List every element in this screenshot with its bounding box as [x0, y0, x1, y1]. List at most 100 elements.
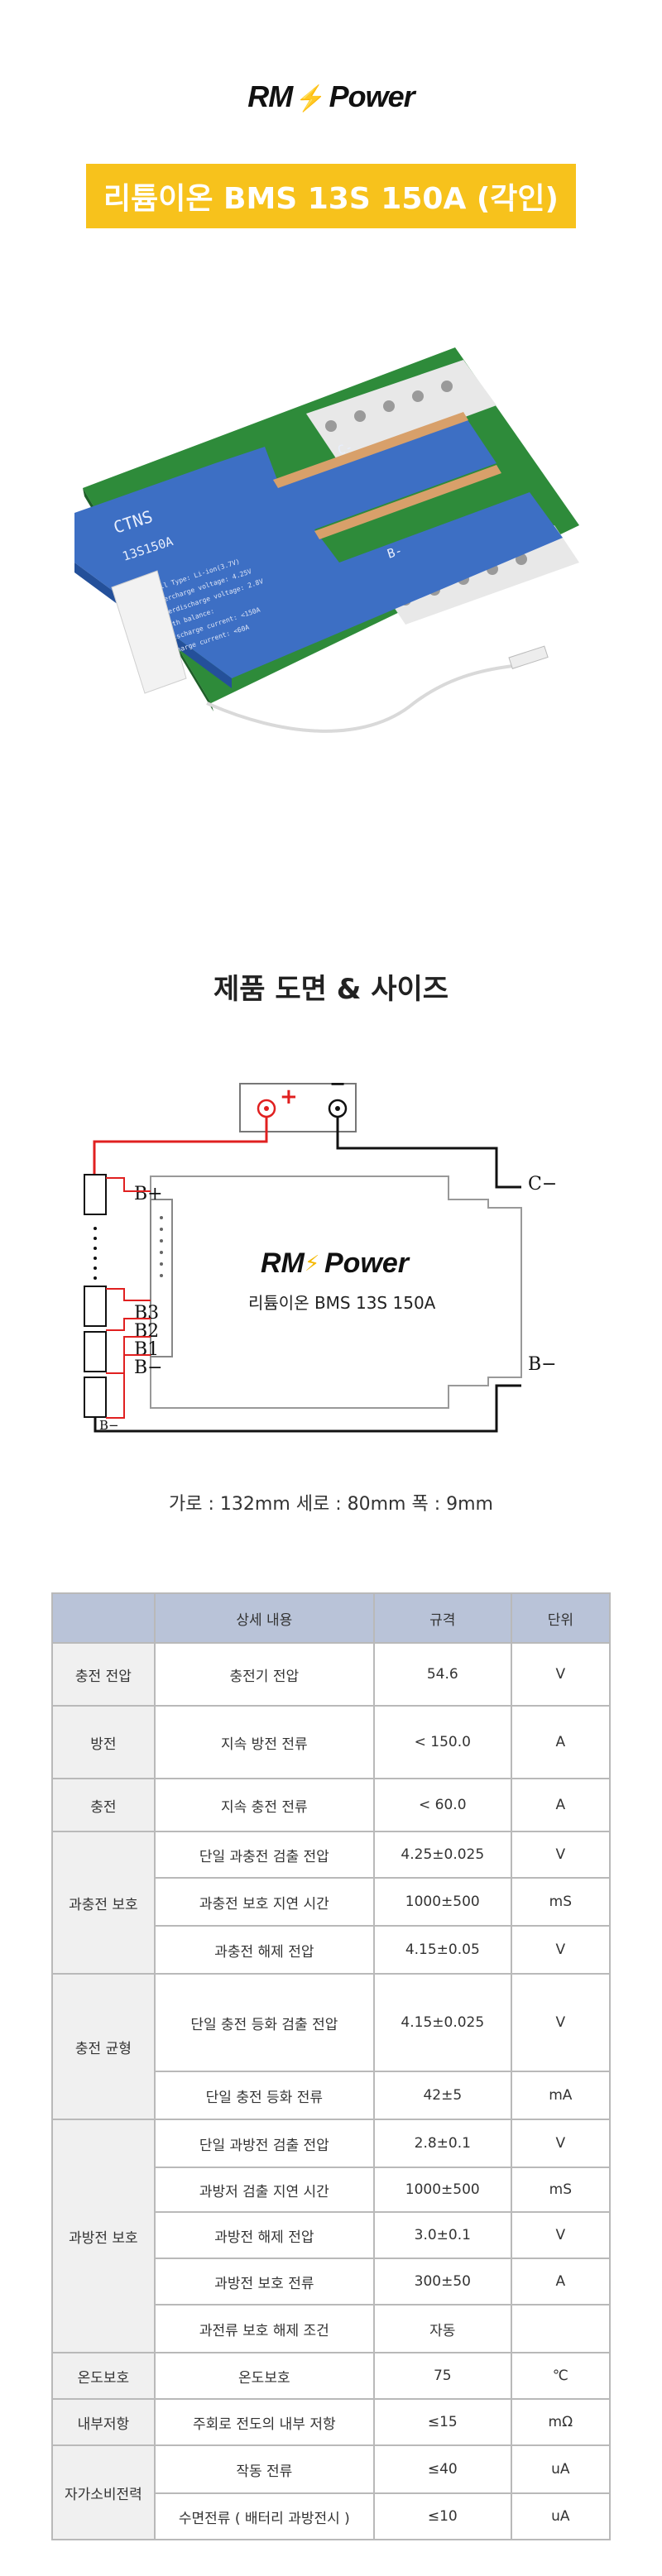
- row-spec: ≤40: [372, 2444, 512, 2494]
- table-row: 충전 전압 충전기 전압 54.6 V: [51, 1642, 612, 1707]
- table-row: 온도보호 온도보호 75 ℃: [51, 2352, 612, 2400]
- row-spec: 자동: [372, 2304, 512, 2353]
- row-unit: A: [510, 1705, 612, 1779]
- row-spec: 3.0±0.1: [372, 2211, 512, 2259]
- row-detail: 단일 과방전 검출 전압: [153, 2119, 375, 2168]
- row-detail: 단일 충전 등화 전류: [153, 2071, 375, 2120]
- charger-minus: −: [329, 1072, 346, 1095]
- table-row: 과전류 보호 해제 조건 자동: [52, 2304, 612, 2353]
- row-spec: < 150.0: [372, 1705, 512, 1779]
- charger-plus: +: [280, 1085, 298, 1109]
- blue-heatsink-cover: [74, 414, 563, 678]
- table-row: 과방저 검출 지연 시간 1000±500 mS: [52, 2167, 612, 2213]
- label-b-minus: B−: [134, 1357, 163, 1378]
- temperature-sensor-cable: [206, 664, 514, 733]
- board-terminal-b: B-: [386, 543, 405, 562]
- board-terminal-c: C-: [336, 439, 355, 458]
- row-group: 충전 균형: [51, 1973, 156, 2120]
- row-unit: ℃: [510, 2352, 612, 2400]
- label-b3: B3: [134, 1303, 159, 1324]
- spec-table: 상세 내용 규격 단위 충전 전압 충전기 전압 54.6 V 방전 지속 방전…: [51, 1592, 612, 2540]
- positive-wire: [93, 1117, 268, 1175]
- battery-cell-icon: [84, 1286, 107, 1327]
- battery-cell-icon: [84, 1377, 107, 1418]
- header-detail: 상세 내용: [153, 1592, 375, 1644]
- table-header-row: 상세 내용 규격 단위: [51, 1592, 612, 1644]
- row-unit: A: [510, 2258, 612, 2305]
- table-row: 과충전 보호 단일 과충전 검출 전압 4.25±0.025 V: [51, 1831, 612, 1975]
- table-row: 충전 균형 단일 충전 등화 검출 전압 4.15±0.025 V: [51, 1973, 612, 2120]
- row-detail: 작동 전류: [153, 2444, 375, 2494]
- copper-bar-bottom: [314, 465, 501, 539]
- row-spec: 4.25±0.025: [372, 1831, 512, 1879]
- diagram-logo-right: Power: [324, 1247, 410, 1279]
- row-unit: V: [510, 1973, 612, 2072]
- label-b-minus-wire: B−: [99, 1418, 119, 1433]
- row-spec: 54.6: [372, 1642, 512, 1707]
- temperature-sensor-probe: [508, 645, 549, 669]
- row-detail: 지속 충전 전류: [153, 1778, 375, 1832]
- table-row: 자가소비전력 작동 전류 ≤40 uA: [51, 2444, 612, 2540]
- row-spec: ≤15: [372, 2398, 512, 2446]
- section-title-text: 제품 도면 & 사이즈: [208, 966, 454, 1013]
- row-spec: 4.15±0.05: [372, 1925, 512, 1975]
- label-c-minus-terminal: C−: [528, 1174, 557, 1195]
- row-detail: 온도보호: [153, 2352, 375, 2400]
- row-unit: mΩ: [510, 2398, 612, 2446]
- row-detail: 수면전류 ( 배터리 과방전시 ): [153, 2492, 375, 2540]
- table-row: 수면전류 ( 배터리 과방전시 ) ≤10 uA: [52, 2492, 612, 2540]
- row-detail: 단일 과충전 검출 전압: [153, 1831, 375, 1879]
- row-group: 내부저항: [51, 2398, 156, 2446]
- row-detail: 과방전 보호 전류: [153, 2258, 375, 2305]
- product-image: CTNS 13S150A C- B- Cell Type: Li-ion(3.7…: [74, 347, 579, 733]
- row-unit: uA: [510, 2444, 612, 2494]
- table-row: 방전 지속 방전 전류 < 150.0 A: [51, 1705, 612, 1779]
- row-detail: 과충전 보호 지연 시간: [153, 1877, 375, 1927]
- diagram-logo-left: RM: [261, 1247, 305, 1279]
- brand-logo: RM⚡Power: [0, 79, 662, 114]
- table-row: 과충전 보호 지연 시간 1000±500 mS: [52, 1877, 612, 1927]
- row-detail: 과충전 해제 전압: [153, 1925, 375, 1975]
- row-detail: 과방저 검출 지연 시간: [153, 2167, 375, 2213]
- row-unit: V: [510, 2211, 612, 2259]
- header-spec: 규격: [372, 1592, 512, 1644]
- row-group: 방전: [51, 1705, 156, 1779]
- row-spec: 4.15±0.025: [372, 1973, 512, 2072]
- diagram-bolt-icon: ⚡: [305, 1252, 319, 1276]
- dimensions-text: 가로 : 132mm 세로 : 80mm 폭 : 9mm: [169, 1494, 493, 1515]
- row-unit: mS: [510, 1877, 612, 1927]
- row-unit: uA: [510, 2492, 612, 2540]
- product-title-banner: 리튬이온 BMS 13S 150A (각인): [86, 164, 576, 228]
- battery-cell-icon: [84, 1174, 107, 1215]
- label-b1: B1: [134, 1339, 159, 1360]
- row-unit: A: [510, 1778, 612, 1832]
- row-spec: 42±5: [372, 2071, 512, 2120]
- table-row: 과충전 해제 전압 4.15±0.05 V: [52, 1925, 612, 1975]
- row-spec: 2.8±0.1: [372, 2119, 512, 2168]
- negative-wire: [336, 1117, 521, 1189]
- bolt-icon: ⚡: [295, 85, 326, 113]
- row-spec: 1000±500: [372, 2167, 512, 2213]
- table-row: 내부저항 주회로 전도의 내부 저항 ≤15 mΩ: [51, 2398, 612, 2446]
- row-unit: [510, 2304, 612, 2353]
- row-spec: 75: [372, 2352, 512, 2400]
- row-unit: mS: [510, 2167, 612, 2213]
- row-unit: V: [510, 2119, 612, 2168]
- row-group: 충전: [51, 1778, 156, 1832]
- row-detail: 주회로 전도의 내부 저항: [153, 2398, 375, 2446]
- row-group: 자가소비전력: [51, 2444, 156, 2540]
- row-spec: ≤10: [372, 2492, 512, 2540]
- row-spec: < 60.0: [372, 1778, 512, 1832]
- row-unit: mA: [510, 2071, 612, 2120]
- row-unit: V: [510, 1642, 612, 1707]
- row-group: 과방전 보호: [51, 2119, 156, 2353]
- section-title: 제품 도면 & 사이즈: [0, 966, 662, 1013]
- row-detail: 단일 충전 등화 검출 전압: [153, 1973, 375, 2072]
- row-spec: 1000±500: [372, 1877, 512, 1927]
- label-b2: B2: [134, 1321, 159, 1342]
- row-group: 과충전 보호: [51, 1831, 156, 1975]
- row-unit: V: [510, 1925, 612, 1975]
- row-spec: 300±50: [372, 2258, 512, 2305]
- balance-connector: [111, 570, 187, 694]
- row-detail: 과전류 보호 해제 조건: [153, 2304, 375, 2353]
